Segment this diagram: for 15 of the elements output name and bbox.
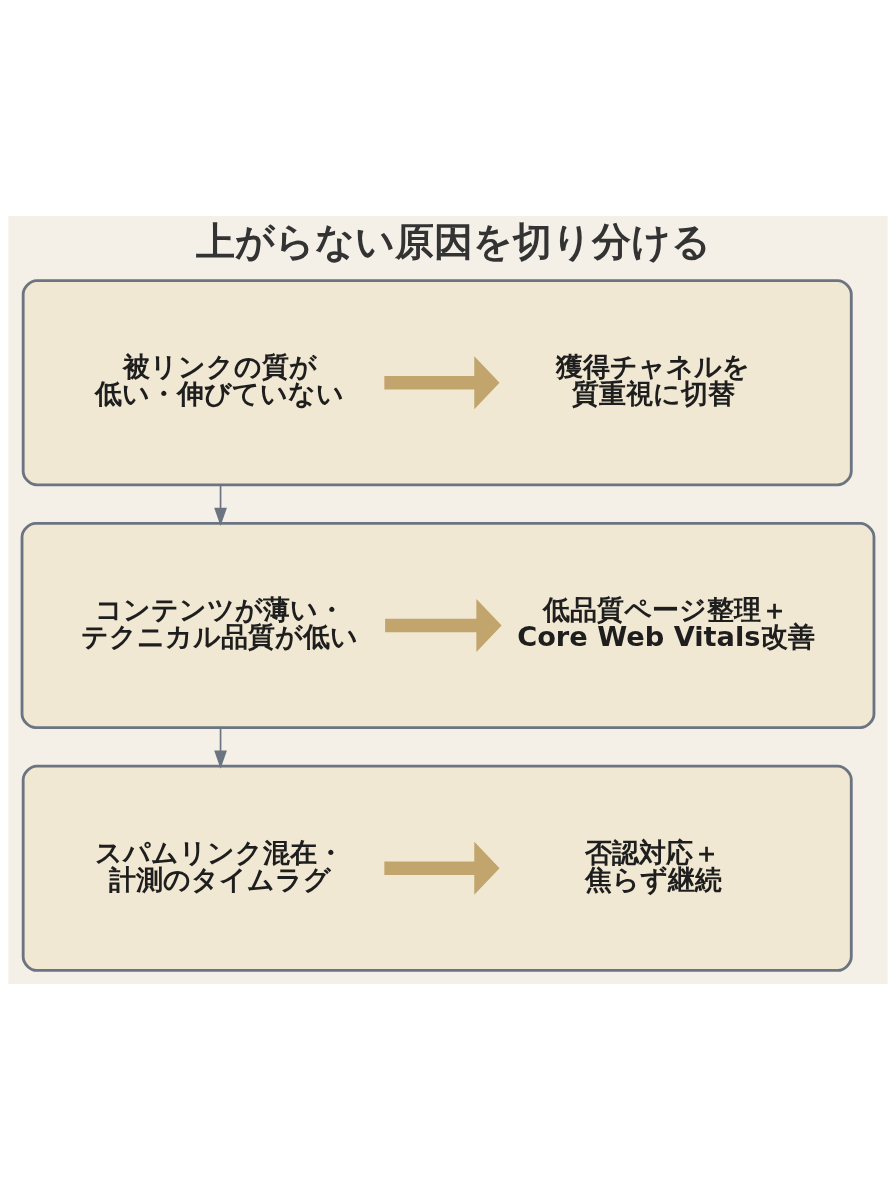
arrow (384, 356, 500, 410)
node-text: コンテンツが薄い・テクニカル品質が低い (81, 593, 359, 653)
node-text: 被リンクの質が低い・伸びていない (95, 351, 345, 410)
node-text: 否認対応＋焦らず継続 (584, 836, 722, 895)
node-text: 獲得チャネルを質重視に切替 (556, 351, 751, 410)
arrow (385, 599, 502, 653)
arrow (384, 841, 500, 895)
diagram-title: 上がらない原因を切り分ける (195, 218, 711, 264)
arrow (214, 484, 227, 526)
node-text: スパムリンク混在・計測のタイムラグ (95, 836, 345, 895)
cluster (21, 764, 853, 972)
cluster (21, 279, 853, 487)
arrow (214, 726, 227, 769)
cluster (20, 522, 876, 730)
node-text: 低品質ページ整理＋Core Web Vitals改善 (517, 593, 815, 653)
